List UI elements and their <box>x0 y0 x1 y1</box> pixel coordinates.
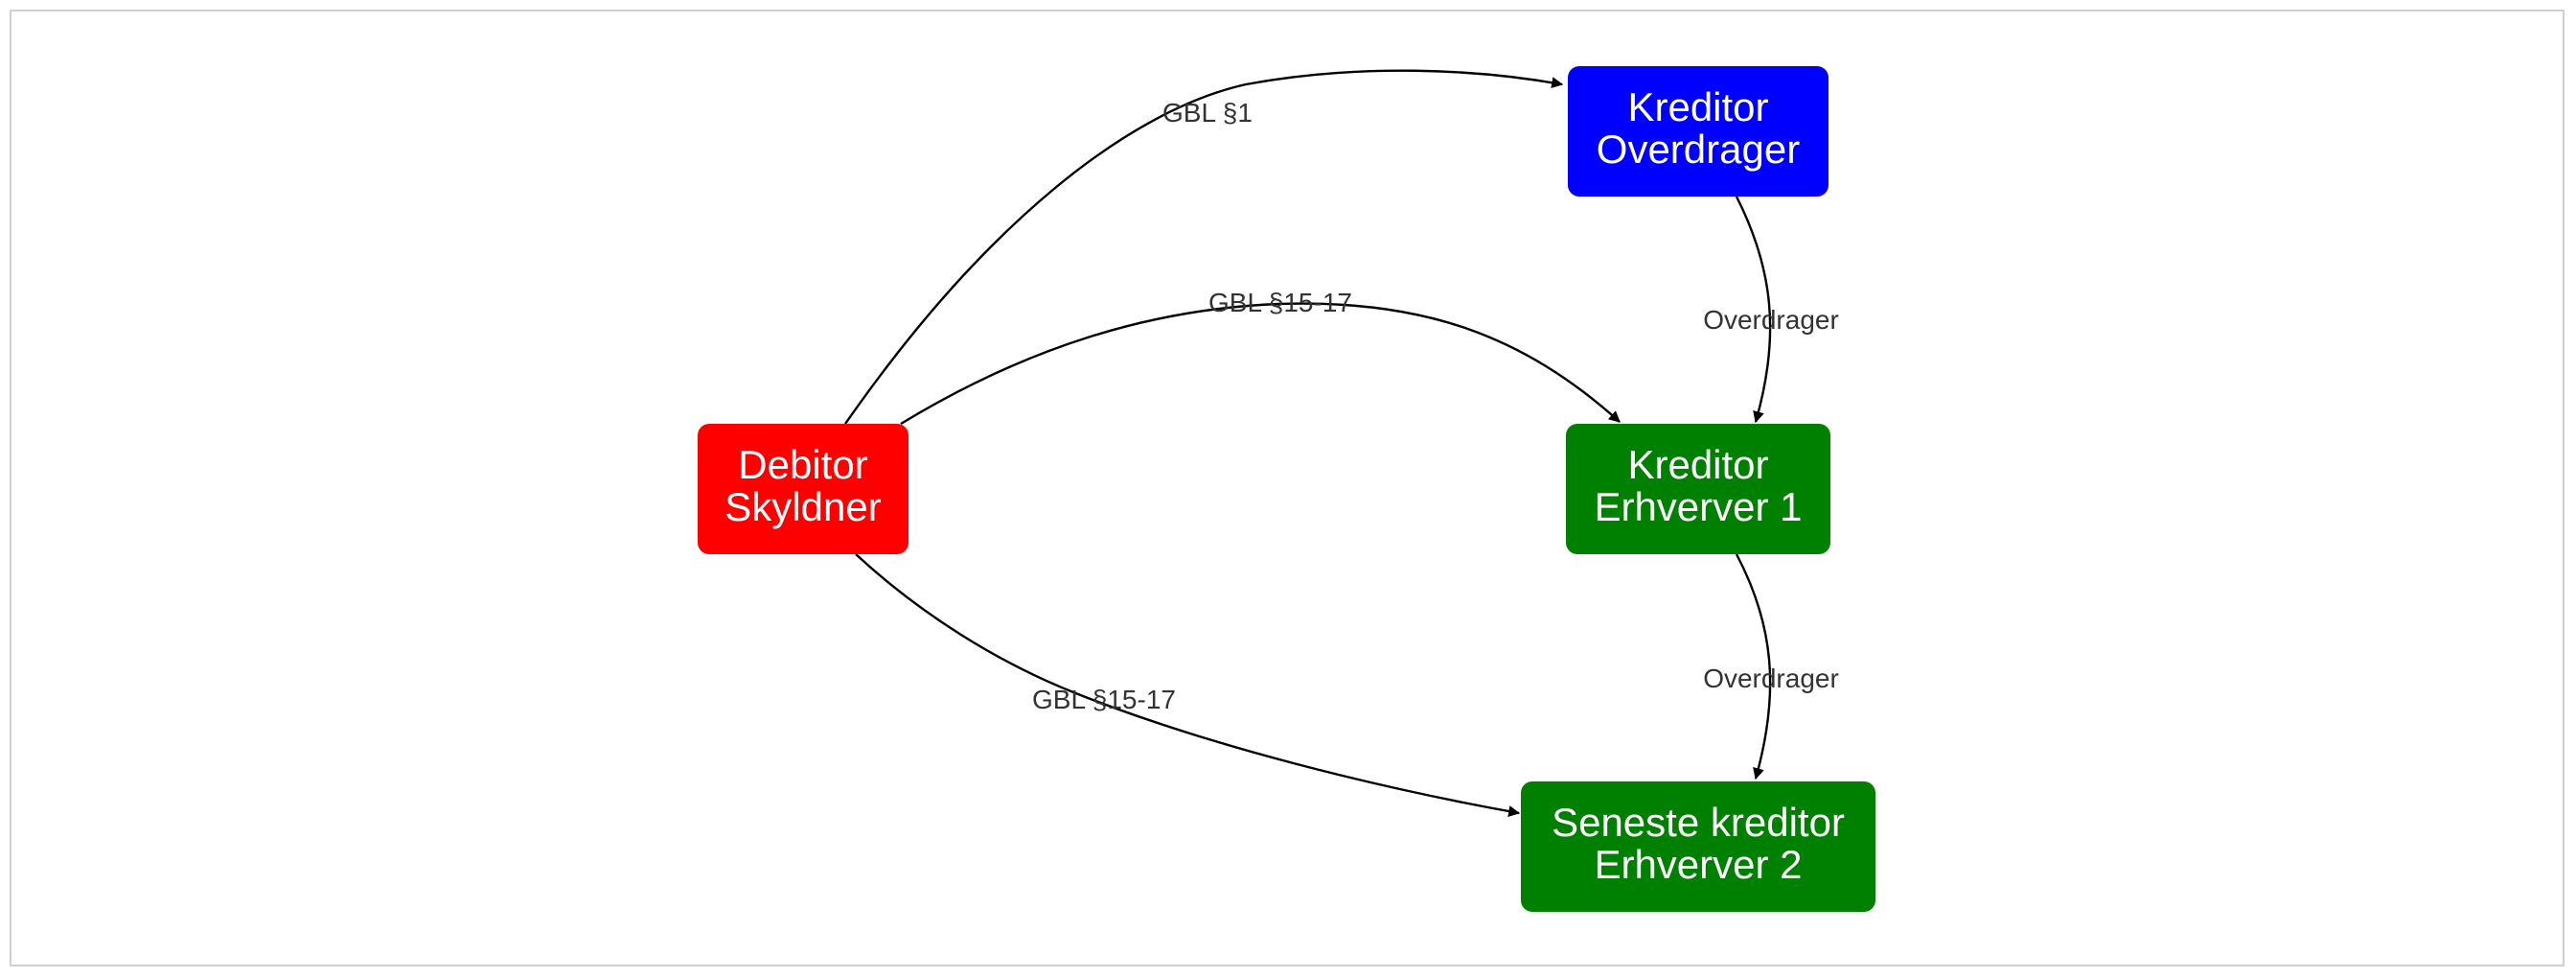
edge-label-gbl-15-17: GBL §15-17 <box>1032 685 1176 714</box>
node-seneste-kreditor-erhverver-2[interactable]: Seneste kreditor Erhverver 2 <box>1521 781 1875 912</box>
node-box <box>1568 66 1828 197</box>
node-label-line1: Kreditor <box>1627 84 1768 129</box>
node-label-line1: Seneste kreditor <box>1552 800 1845 845</box>
node-label-line1: Debitor <box>738 442 867 487</box>
node-label-line1: Kreditor <box>1627 442 1768 487</box>
node-box <box>1521 781 1875 912</box>
edge-label-overdrager: Overdrager <box>1703 664 1839 693</box>
node-label-line2: Erhverver 1 <box>1594 484 1802 529</box>
edge-line <box>855 553 1521 817</box>
edge-debitor-to-erhverver1: GBL §15-17 <box>900 288 1621 426</box>
edge-overdrager-to-erhverver1: Overdrager <box>1703 196 1839 424</box>
edge-label-gbl-1: GBL §1 <box>1162 98 1253 128</box>
node-label-line2: Skyldner <box>724 484 881 529</box>
node-kreditor-overdrager[interactable]: Kreditor Overdrager <box>1568 66 1828 197</box>
node-debitor-skyldner[interactable]: Debitor Skyldner <box>698 424 908 554</box>
node-box <box>1566 424 1830 554</box>
node-box <box>698 424 908 554</box>
edge-label-gbl-15-17: GBL §15-17 <box>1208 288 1352 317</box>
edge-line <box>900 302 1621 426</box>
edge-debitor-to-erhverver2: GBL §15-17 <box>855 553 1521 817</box>
edge-line <box>844 69 1564 425</box>
edge-label-overdrager: Overdrager <box>1703 305 1839 335</box>
edge-debitor-to-overdrager: GBL §1 <box>844 69 1564 425</box>
diagram-frame <box>10 10 2564 966</box>
node-label-line2: Erhverver 2 <box>1594 842 1802 887</box>
node-label-line2: Overdrager <box>1597 127 1800 172</box>
node-kreditor-erhverver-1[interactable]: Kreditor Erhverver 1 <box>1566 424 1830 554</box>
edge-erhverver1-to-erhverver2: Overdrager <box>1703 553 1839 780</box>
edge-line <box>1735 196 1772 424</box>
edge-line <box>1735 553 1772 780</box>
